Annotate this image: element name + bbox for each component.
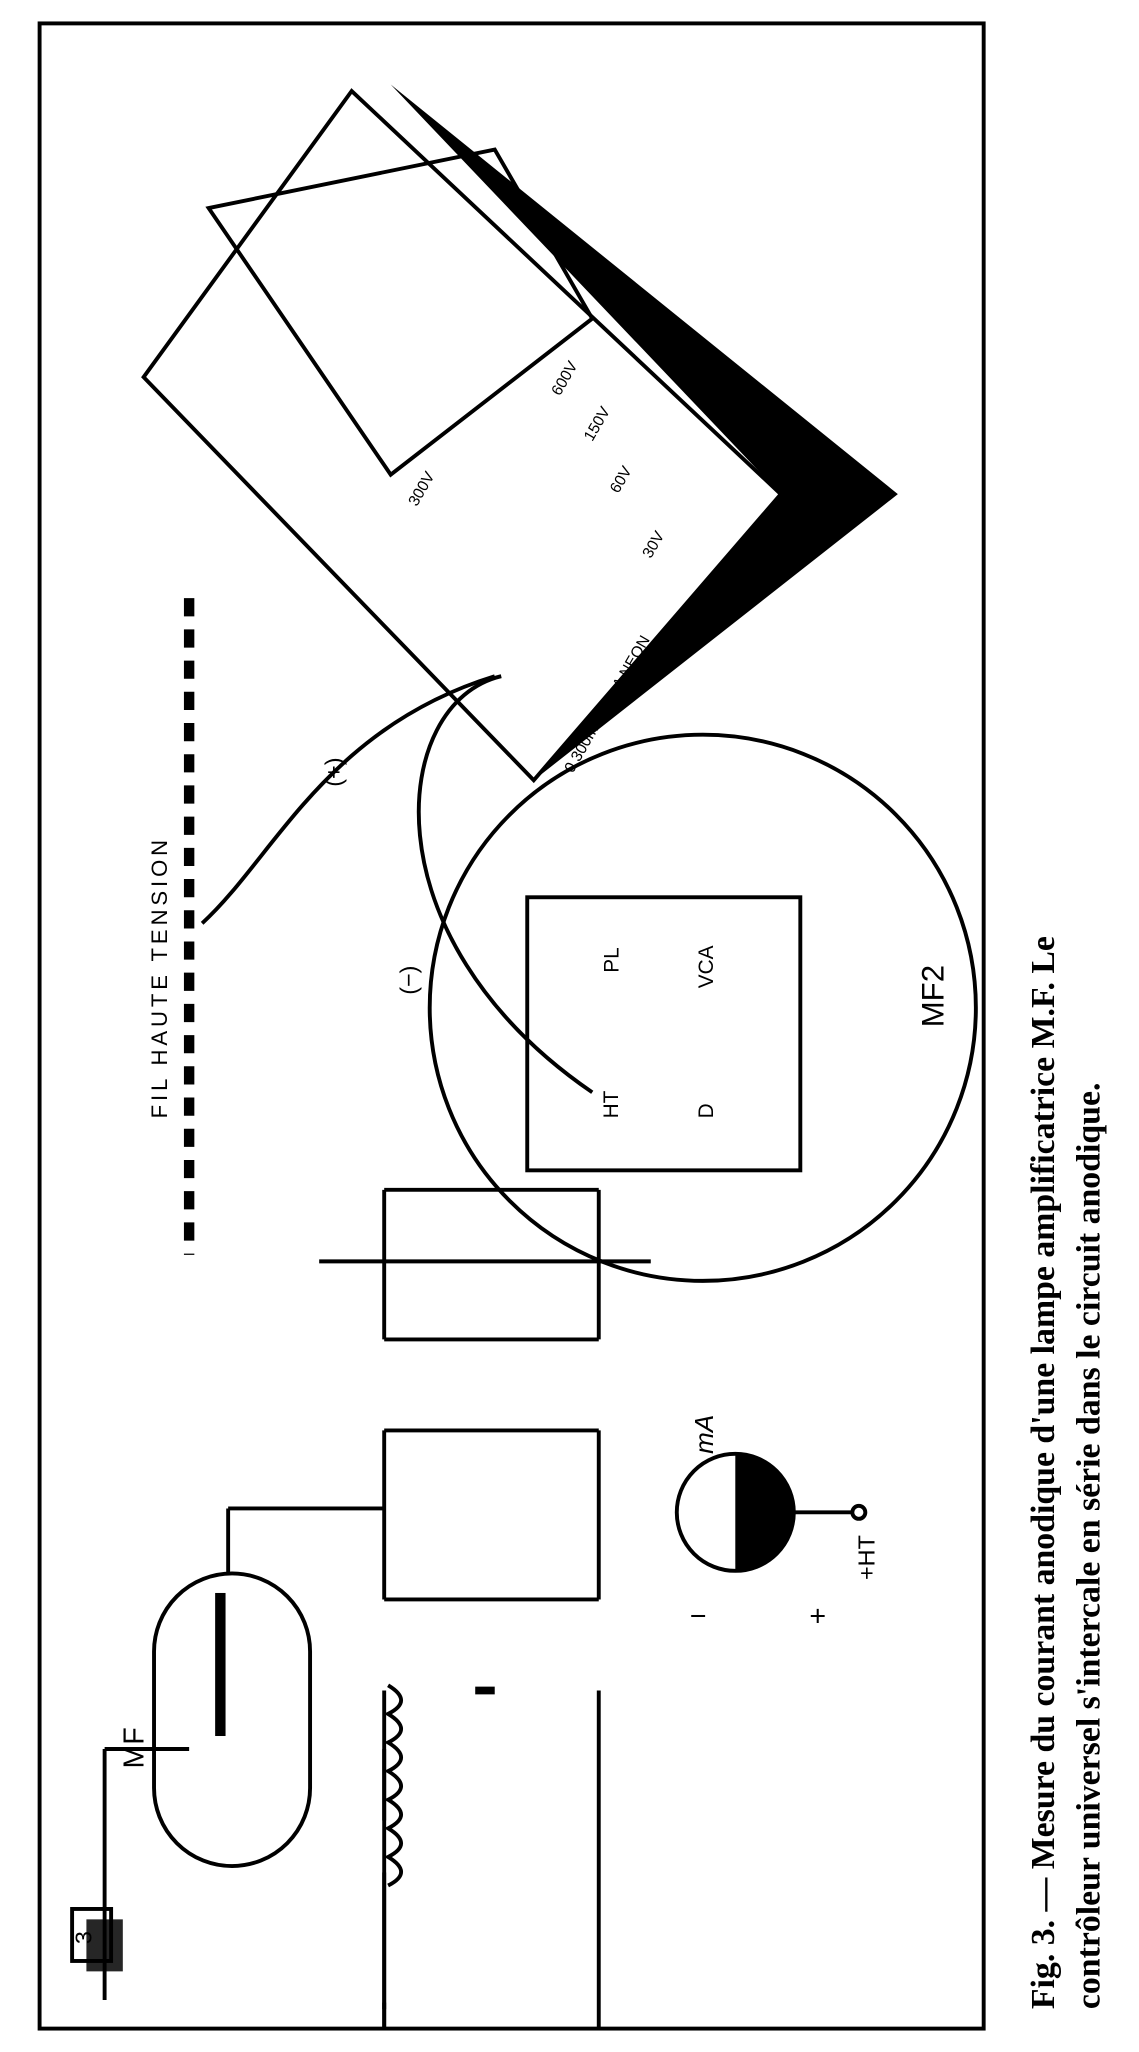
tank-rails [382,1690,601,2029]
svg-text:D: D [695,1103,718,1118]
caption-line-1: Fig. 3. — Mesure du courant anodique d'u… [1025,936,1062,2009]
svg-text:300V: 300V [405,469,438,510]
svg-text:(+): (+) [320,757,346,786]
probe-minus-lead [416,674,594,1094]
multimeter: 300V 600V 150V 60V 30V 0 300mA 30mA NEON [141,84,898,784]
tube-mf: MF [119,1571,313,1868]
ht-terminal-icon [850,1503,868,1521]
coil-icon [384,1683,404,1888]
ht-wire: FIL HAUTE TENSION [147,598,195,1255]
input-tank-circuit [102,1683,601,2029]
transformer-mf2: MF2 HT PL D VCA [427,732,978,1283]
figure-border [37,21,986,2031]
svg-text:0 300mA 30mA NEON: 0 300mA 30mA NEON [561,633,653,776]
svg-text:mA: mA [689,1415,719,1454]
svg-text:60V: 60V [607,463,636,496]
svg-text:+: + [809,1600,826,1632]
svg-text:MF2: MF2 [915,965,950,1027]
svg-text:+HT: +HT [853,1535,879,1580]
svg-text:−: − [690,1600,707,1632]
svg-text:(−): (−) [396,966,422,995]
svg-text:PL: PL [600,947,623,972]
svg-text:MF: MF [119,1727,151,1768]
probe-plus-lead [200,674,496,925]
svg-text:3: 3 [71,1931,97,1944]
svg-text:30V: 30V [640,528,669,561]
caption-line-2: contrôleur universel s'intercale en séri… [1070,1083,1107,2010]
svg-text:HT: HT [600,1090,623,1118]
page-badge: 3 [70,1907,123,1972]
svg-text:600V: 600V [548,358,581,399]
svg-text:150V: 150V [581,404,614,445]
svg-text:VCA: VCA [695,945,718,988]
svg-text:FIL HAUTE TENSION: FIL HAUTE TENSION [147,836,172,1118]
anode-circuit: mA +HT − + [226,1187,879,1632]
